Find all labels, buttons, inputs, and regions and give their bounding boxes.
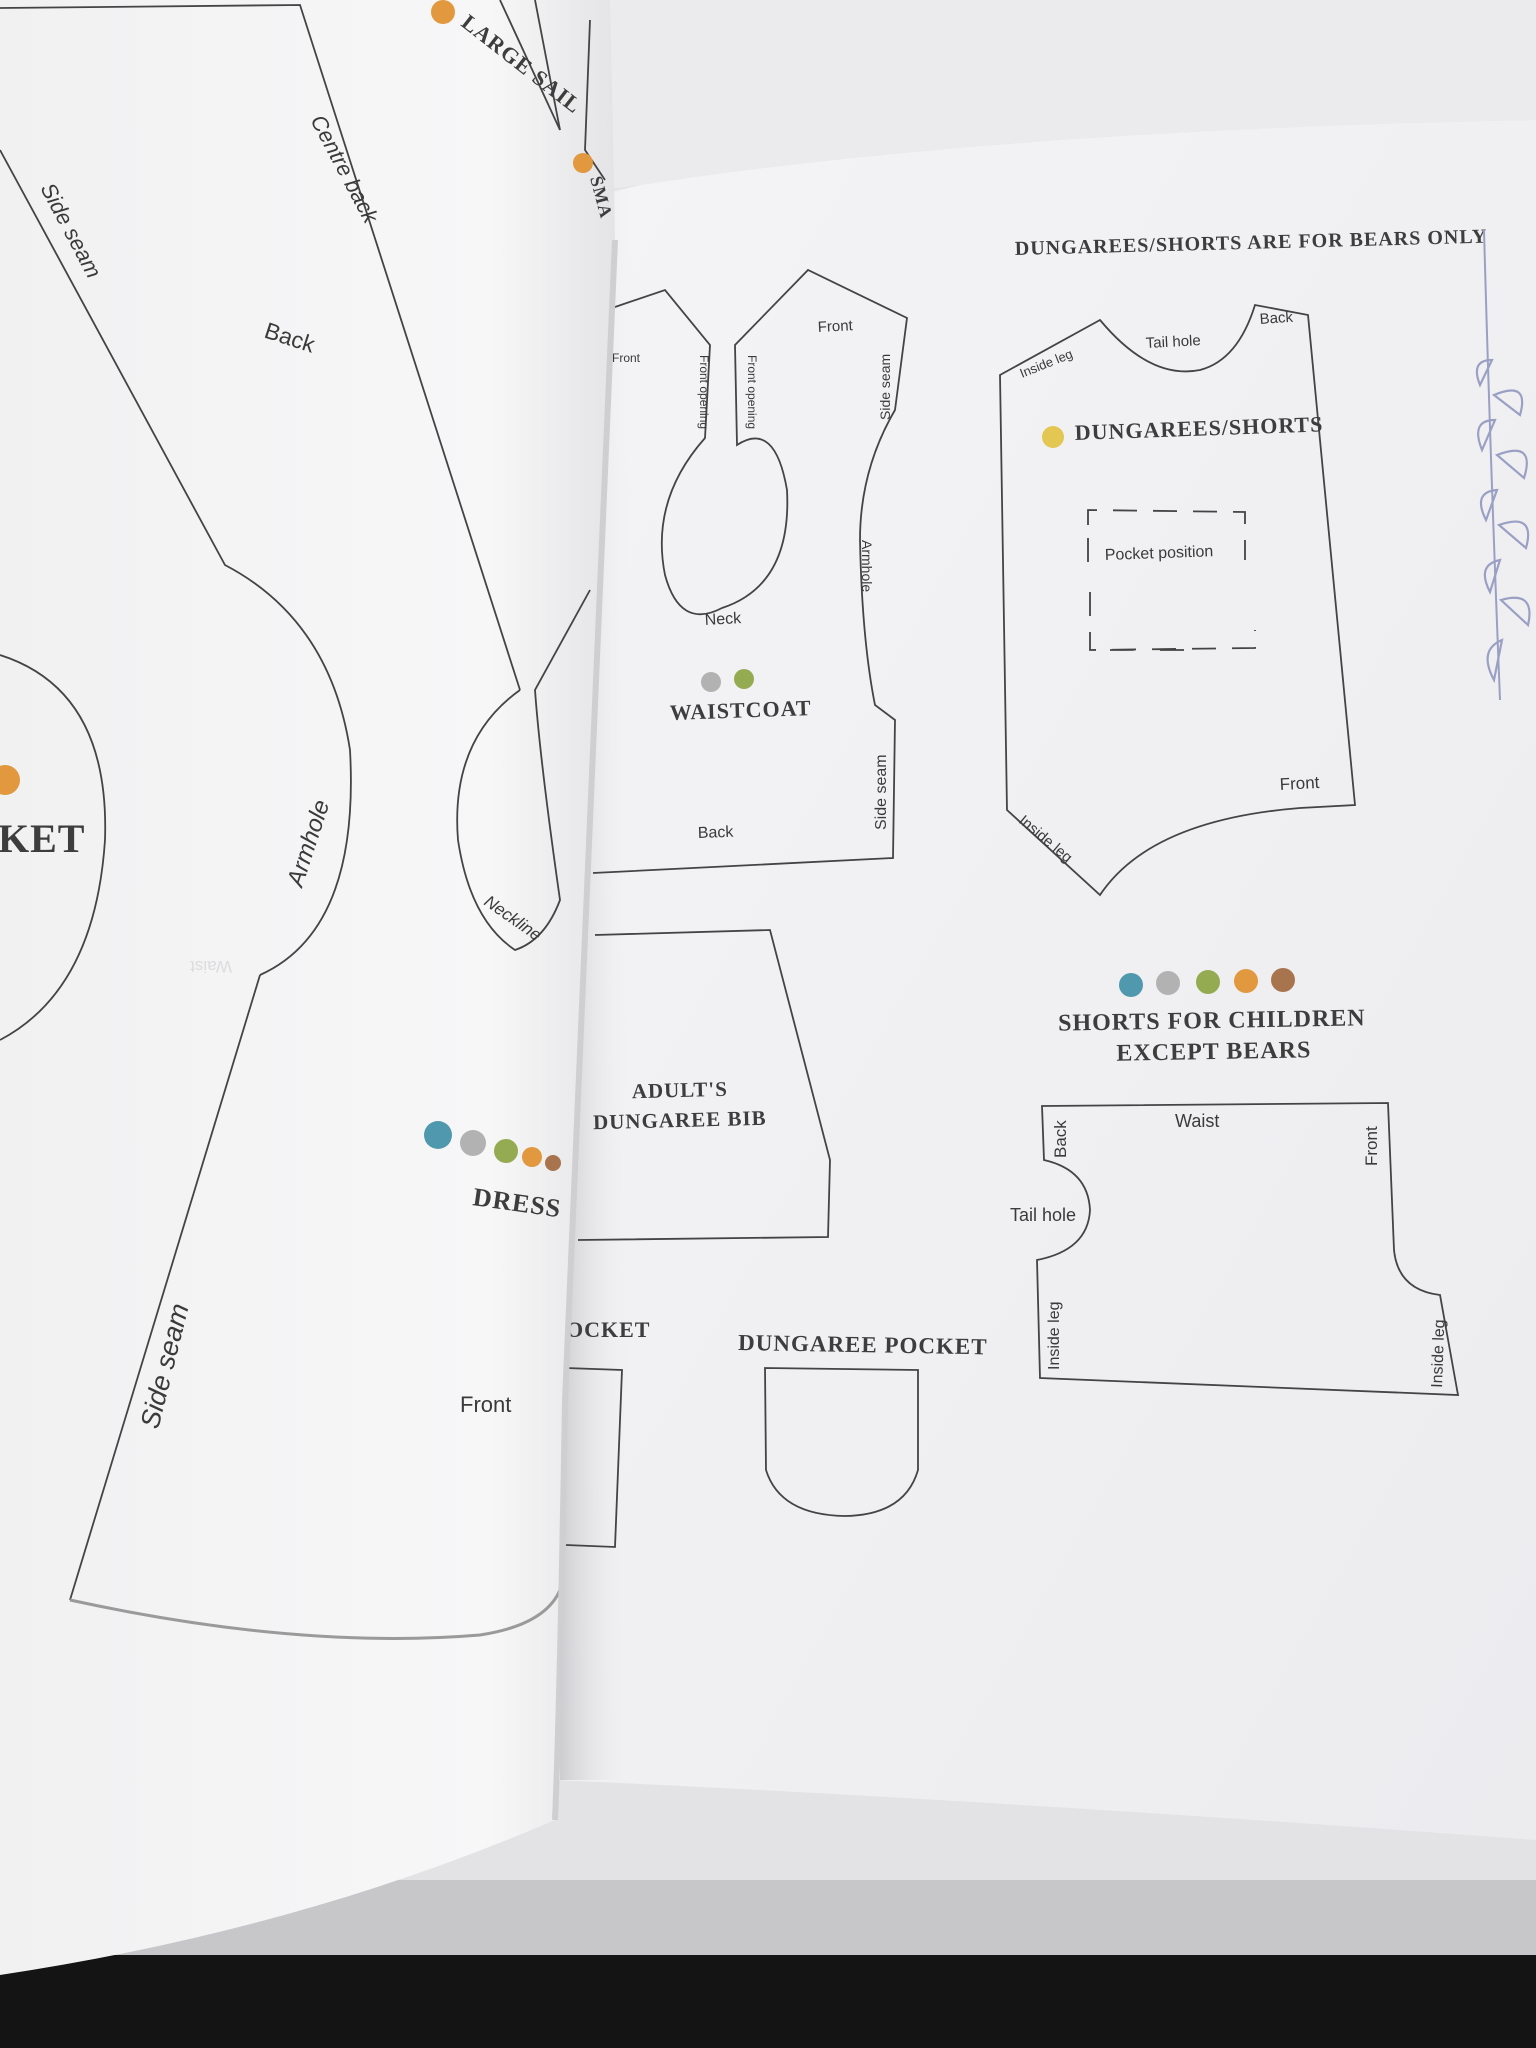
lavender-sprig-icon [1475, 229, 1531, 701]
waistcoat-side-seam-bottom-label: Side seam [873, 754, 890, 830]
jacket-armhole-curve [0, 654, 107, 1041]
waistcoat-dot-green [734, 669, 754, 689]
background-top [600, 0, 1536, 190]
large-sail-edge-a [534, 0, 561, 131]
waistcoat-armhole-label: Armhole [859, 540, 875, 592]
shorts-back-label: Back [1051, 1120, 1070, 1158]
shorts-tail-hole-label: Tail hole [1010, 1205, 1076, 1225]
dungaree-pocket-title: DUNGAREE POCKET [738, 1330, 988, 1359]
left-page-edge [552, 239, 618, 1821]
right-page [555, 120, 1536, 1840]
waistcoat-front-opening-right-label: Front opening [745, 355, 759, 429]
waistcoat-dot-grey [701, 672, 721, 692]
jacket-back-outline [0, 4, 521, 691]
shorts-inside-leg-right-label: Inside leg [1429, 1319, 1448, 1388]
dungarees-outline [999, 303, 1356, 897]
shorts-dot-grey [1156, 971, 1180, 995]
pocket-fragment-outline [565, 1367, 623, 1548]
shorts-dot-blue [1119, 973, 1143, 997]
faint-waist-bleedthrough: Waist [190, 957, 232, 976]
pocket-position-box [1087, 509, 1256, 651]
jacket-title-fragment: KET [0, 816, 85, 861]
dungarees-tail-hole-label: Tail hole [1145, 332, 1201, 352]
dungarees-front-label: Front [1279, 773, 1320, 794]
pocket-position-label: Pocket position [1105, 543, 1214, 564]
dungaree-pocket-outline [764, 1367, 919, 1517]
dungarees-back-label: Back [1259, 309, 1294, 328]
shorts-title-line1: SHORTS FOR CHILDREN [1058, 1005, 1366, 1036]
dress-neckline-curve [456, 589, 591, 951]
waistcoat-title: WAISTCOAT [669, 695, 812, 725]
pockets-patterns: OCKET DUNGAREE POCKET [565, 1317, 988, 1548]
shorts-dot-green [1196, 970, 1220, 994]
waistcoat-front-opening-left-label: Front opening [697, 355, 711, 429]
waistcoat-side-seam-top-label: Side seam [877, 354, 893, 420]
left-page [0, 0, 615, 1975]
jacket-front-side-line [69, 974, 261, 1601]
waistcoat-front-left-label: Front [612, 351, 641, 365]
jacket-hem-line [69, 1589, 562, 1640]
dungarees-dot-yellow [1042, 426, 1064, 448]
jacket-side-seam-line [0, 149, 352, 976]
waistcoat-front-label: Front [817, 317, 854, 336]
bib-title-line2: DUNGAREE BIB [593, 1106, 767, 1135]
dark-bottom-band [0, 1950, 1536, 2048]
large-sail-edge-b [499, 0, 561, 131]
waistcoat-neck-label: Neck [704, 610, 742, 629]
shorts-waist-label: Waist [1175, 1111, 1219, 1131]
bib-outline [577, 929, 831, 1241]
adults-dungaree-bib-pattern: ADULT'S DUNGAREE BIB [577, 929, 831, 1241]
small-sail-edge [584, 19, 606, 181]
sail-orange-dot [431, 0, 455, 24]
small-sail-orange-dot [573, 153, 593, 173]
bib-title-line1: ADULT'S [631, 1077, 728, 1104]
dress-dot-grey [460, 1130, 486, 1156]
waistcoat-outline [592, 268, 908, 874]
shorts-inside-leg-left-label: Inside leg [1046, 1302, 1063, 1371]
waistcoat-back-label: Back [698, 824, 735, 842]
jacket-orange-dot [0, 765, 20, 795]
shorts-dot-brown [1271, 968, 1295, 992]
pocket-title-fragment: OCKET [566, 1317, 650, 1342]
shorts-for-children-pattern: SHORTS FOR CHILDREN EXCEPT BEARS Waist B… [1010, 968, 1460, 1396]
shorts-dot-orange [1234, 969, 1258, 993]
dress-dot-blue [424, 1121, 452, 1149]
dress-dot-brown [545, 1155, 561, 1171]
shorts-front-label: Front [1362, 1126, 1381, 1166]
front-label: Front [460, 1392, 511, 1417]
shorts-title-line2: EXCEPT BEARS [1116, 1037, 1311, 1066]
waistcoat-pattern: Front Front opening Front opening Front … [592, 268, 908, 874]
right-page-patterns: DUNGAREES/SHORTS ARE FOR BEARS ONLY Fron… [565, 226, 1531, 1548]
shorts-outline [1036, 1102, 1460, 1396]
dress-dot-green [494, 1139, 518, 1163]
dress-dot-orange [522, 1147, 542, 1167]
